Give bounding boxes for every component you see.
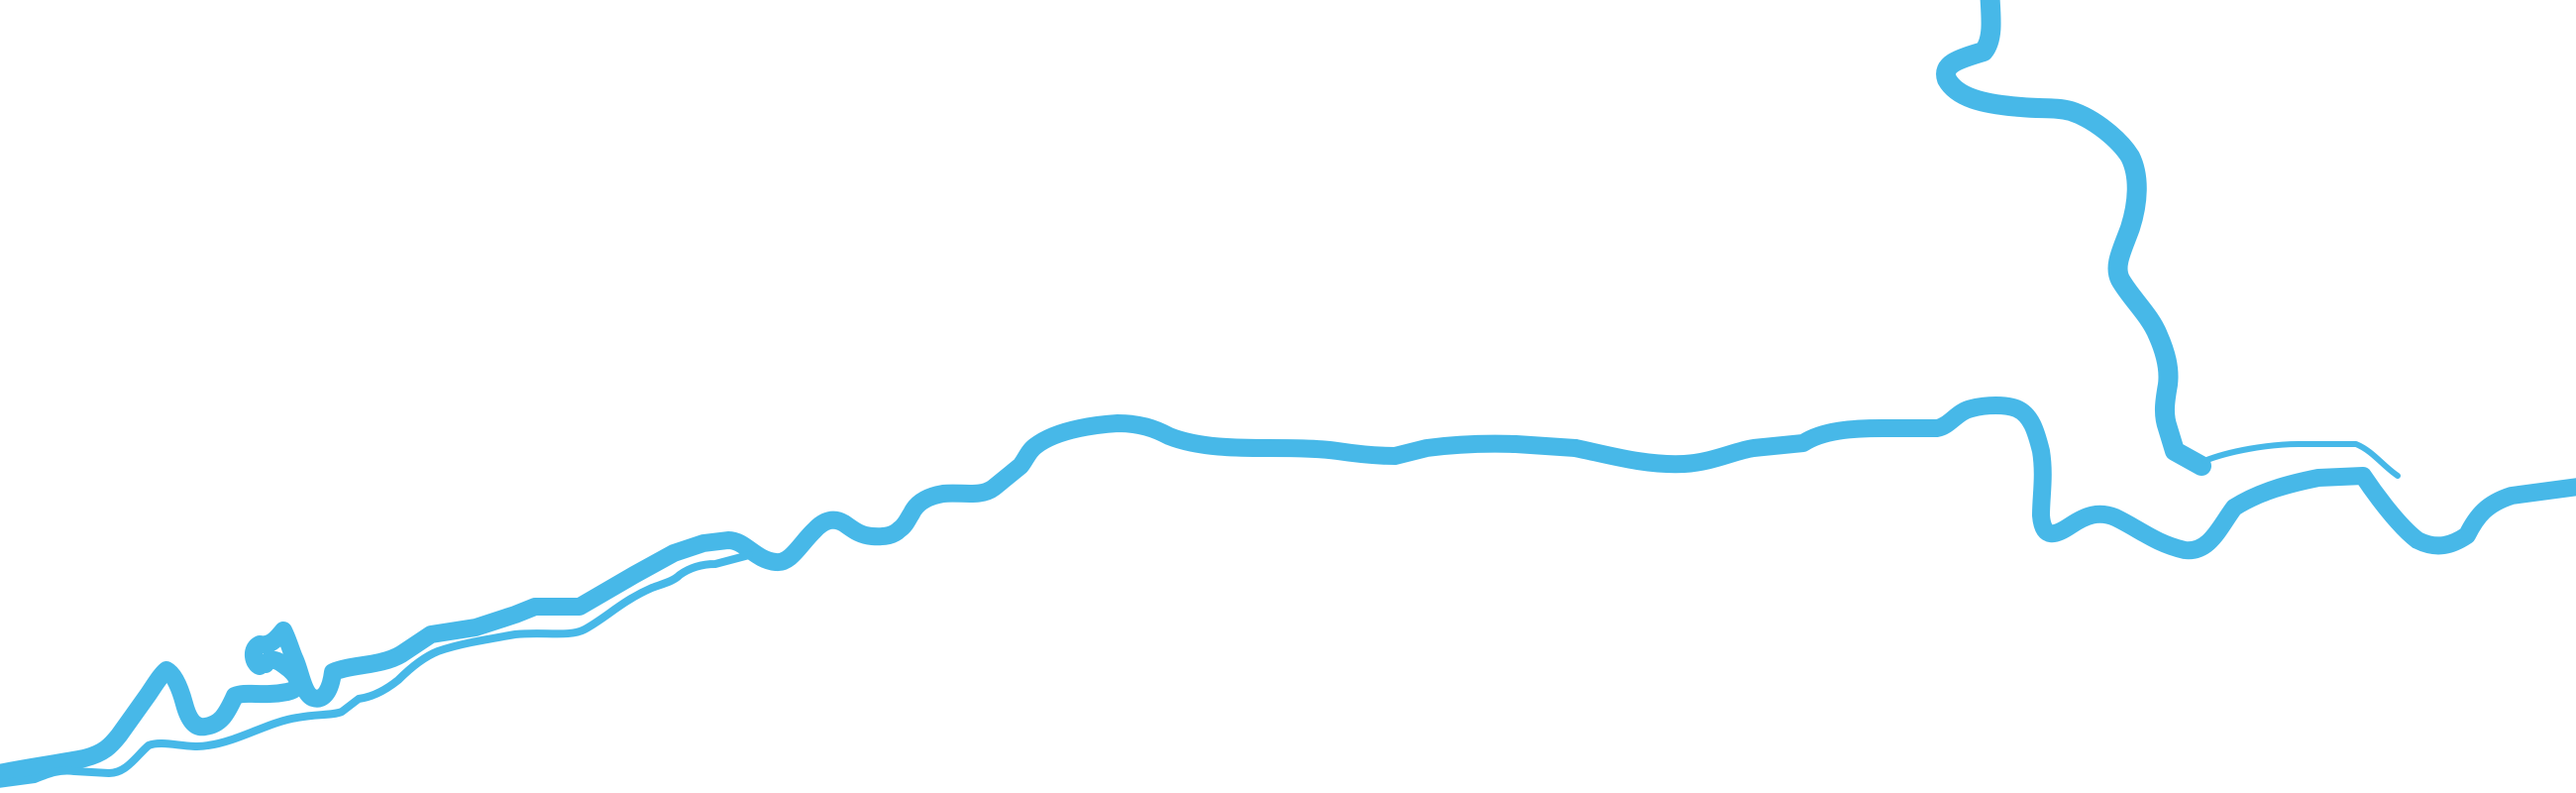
main-river (0, 414, 1584, 783)
eastern-side-channel (2201, 441, 2401, 479)
eastern-channel (1566, 396, 2576, 560)
main-river-lower-bank (0, 551, 753, 788)
northern-tributary (1936, 0, 2211, 476)
